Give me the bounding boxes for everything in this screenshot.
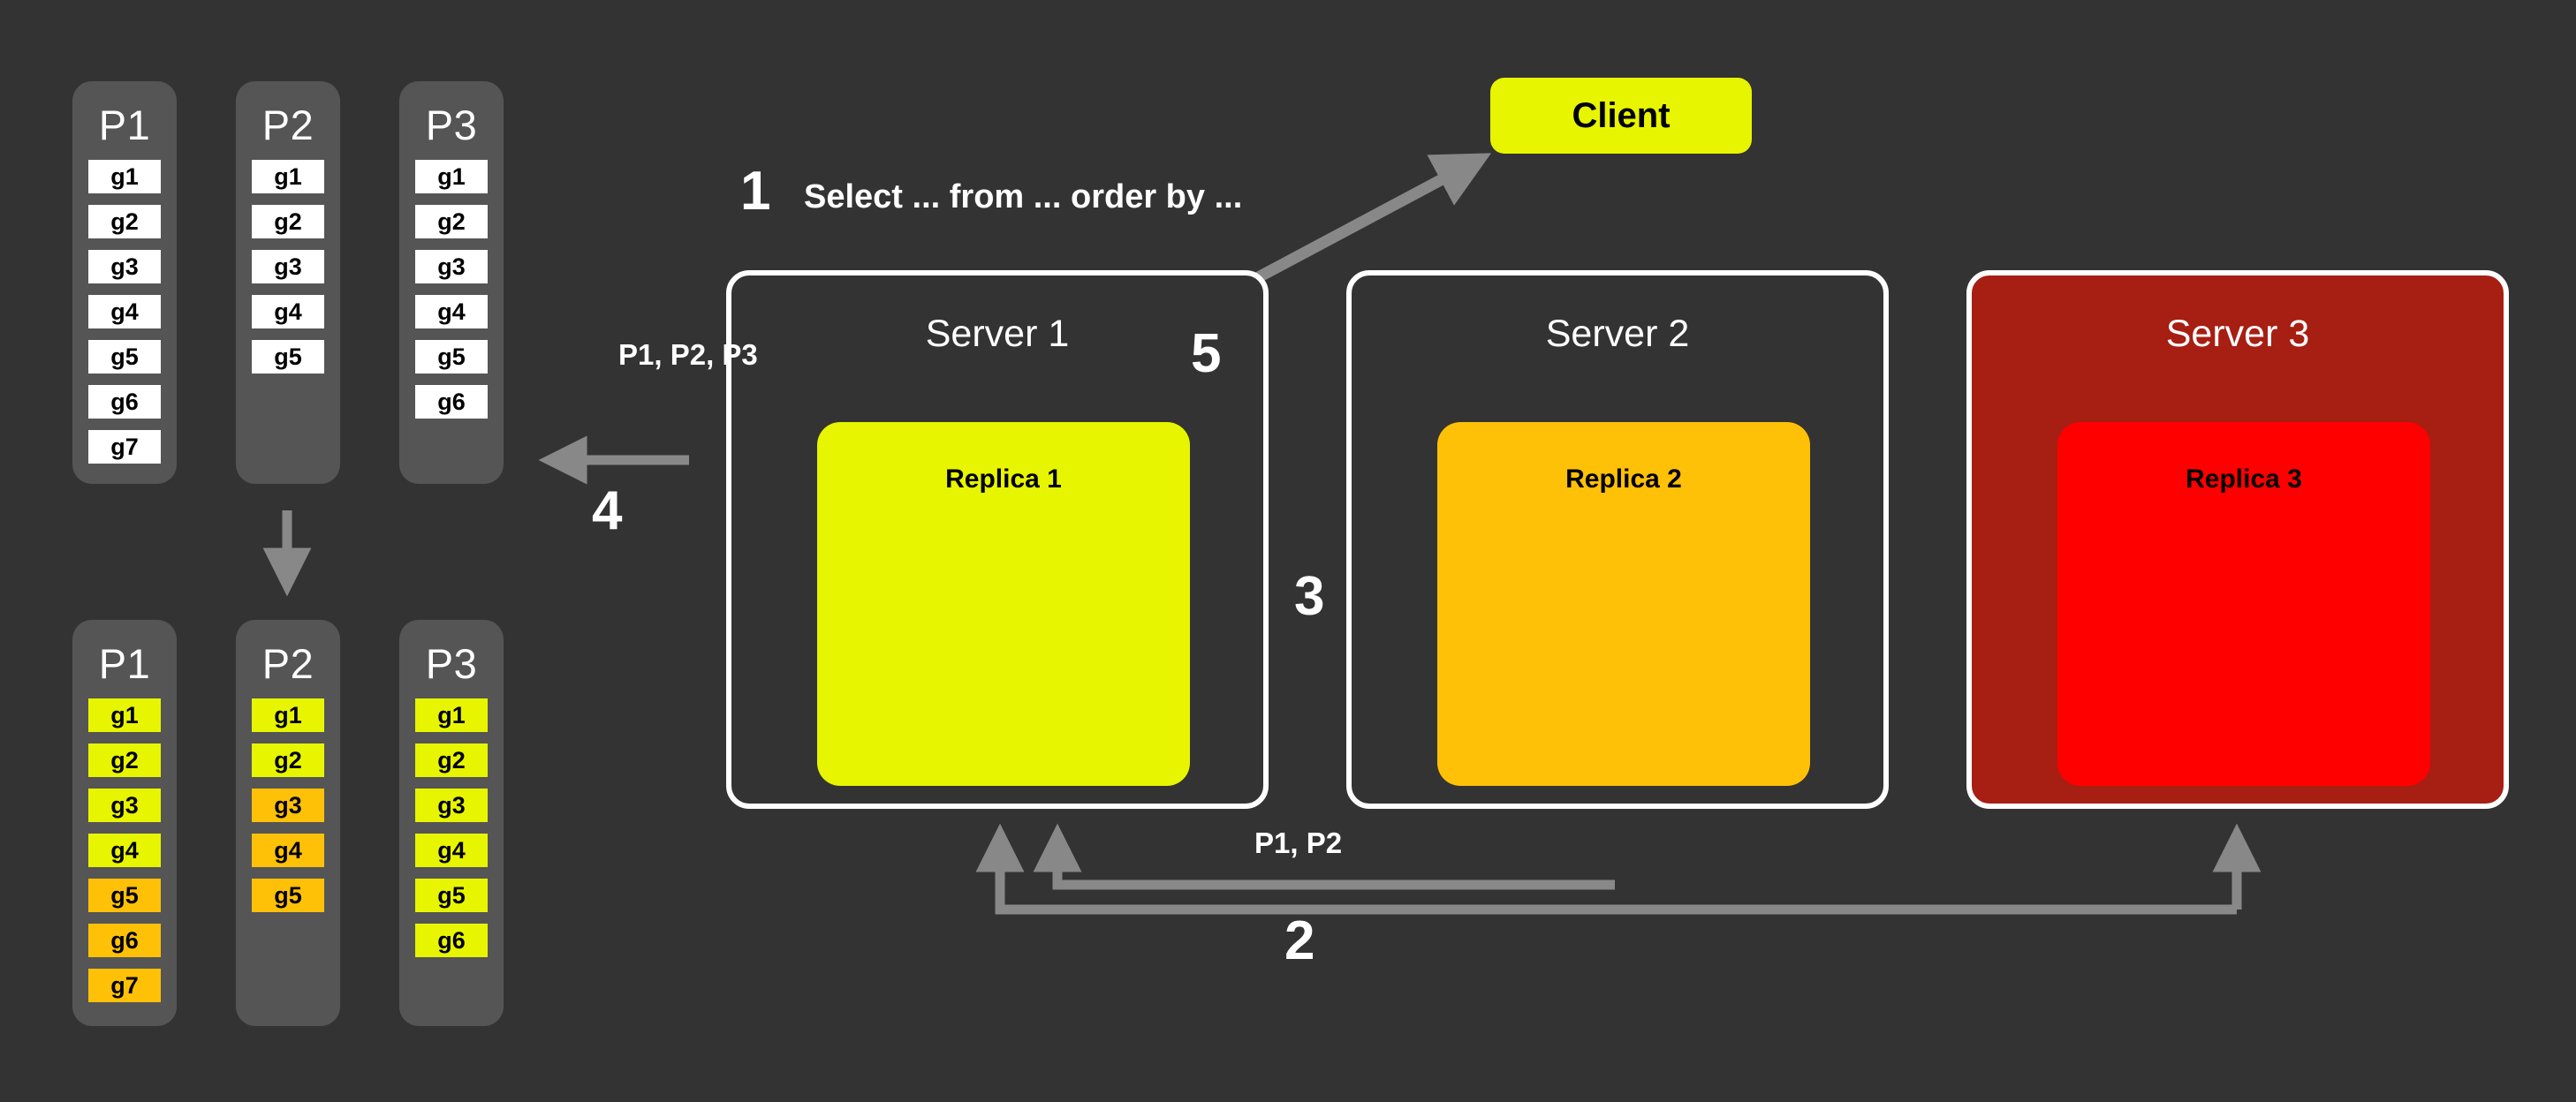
replica-1-box[interactable]: Replica 1 <box>817 422 1190 786</box>
step-number-3: 3 <box>1294 566 1325 627</box>
partition-column-p1-after: P1 g1 g2 g3 g4 g5 g6 g7 <box>72 620 177 1026</box>
label-partitions-all: P1, P2, P3 <box>618 338 758 371</box>
partition-cell: g5 <box>252 879 324 912</box>
partition-cell: g4 <box>252 834 324 867</box>
partition-cell: g4 <box>415 295 488 328</box>
partition-cell: g1 <box>252 698 324 732</box>
partition-cell: g5 <box>415 340 488 374</box>
partition-cell: g4 <box>88 295 161 328</box>
partition-cell: g6 <box>88 385 161 419</box>
client-node[interactable]: Client <box>1490 78 1752 154</box>
partition-cell: g1 <box>88 698 161 732</box>
arrow-step2-from-server3 <box>975 823 2237 915</box>
partition-cell: g1 <box>415 698 488 732</box>
partition-title: P1 <box>98 102 151 148</box>
partition-title: P3 <box>425 640 478 687</box>
partition-cell: g2 <box>252 743 324 777</box>
server-1-box[interactable]: Server 1 Replica 1 <box>726 270 1269 809</box>
partition-column-p2-before: P2 g1 g2 g3 g4 g5 <box>236 81 340 484</box>
partition-cell: g6 <box>415 924 488 957</box>
client-label: Client <box>1572 95 1671 135</box>
partition-cell: g7 <box>88 969 161 1002</box>
server-1-title: Server 1 <box>925 313 1070 355</box>
partition-items: g1 g2 g3 g4 g5 g6 <box>399 160 504 419</box>
partition-cell: g1 <box>252 160 324 193</box>
partition-cell: g5 <box>252 340 324 374</box>
server-3-box[interactable]: Server 3 Replica 3 <box>1966 270 2509 809</box>
partition-cell: g3 <box>252 789 324 822</box>
partition-cell: g2 <box>252 205 324 238</box>
partition-cell: g5 <box>88 879 161 912</box>
partition-cell: g1 <box>415 160 488 193</box>
partition-cell: g2 <box>415 205 488 238</box>
partition-cell: g4 <box>415 834 488 867</box>
partition-cell: g2 <box>88 205 161 238</box>
partition-column-p2-after: P2 g1 g2 g3 g4 g5 <box>236 620 340 1026</box>
partition-cell: g2 <box>88 743 161 777</box>
partition-cell: g3 <box>88 789 161 822</box>
partition-column-p3-after: P3 g1 g2 g3 g4 g5 g6 <box>399 620 504 1026</box>
step-number-2: 2 <box>1284 910 1315 971</box>
partition-items: g1 g2 g3 g4 g5 <box>236 698 340 912</box>
step-number-4: 4 <box>592 480 623 541</box>
partition-cell: g2 <box>415 743 488 777</box>
partition-cell: g3 <box>252 250 324 283</box>
partition-items: g1 g2 g3 g4 g5 g6 g7 <box>72 160 177 464</box>
partition-cell: g3 <box>415 250 488 283</box>
server-2-title: Server 2 <box>1545 313 1690 355</box>
replica-2-label: Replica 2 <box>1565 464 1682 494</box>
partition-cell: g7 <box>88 430 161 464</box>
partition-items: g1 g2 g3 g4 g5 <box>236 160 340 374</box>
partition-cell: g1 <box>88 160 161 193</box>
partition-column-p1-before: P1 g1 g2 g3 g4 g5 g6 g7 <box>72 81 177 484</box>
step-number-5: 5 <box>1191 323 1222 384</box>
partition-title: P1 <box>98 640 151 687</box>
step-number-1: 1 <box>740 161 771 222</box>
label-partitions-p1p2: P1, P2 <box>1254 826 1343 859</box>
partition-items: g1 g2 g3 g4 g5 g6 <box>399 698 504 957</box>
partition-title: P3 <box>425 102 478 148</box>
partition-cell: g6 <box>415 385 488 419</box>
partition-cell: g3 <box>88 250 161 283</box>
partition-items: g1 g2 g3 g4 g5 g6 g7 <box>72 698 177 1002</box>
server-3-title: Server 3 <box>2165 313 2310 355</box>
partition-cell: g4 <box>252 295 324 328</box>
replica-1-label: Replica 1 <box>945 464 1062 494</box>
server-2-box[interactable]: Server 2 Replica 2 <box>1346 270 1889 809</box>
replica-3-label: Replica 3 <box>2186 464 2302 494</box>
partition-cell: g5 <box>415 879 488 912</box>
replica-2-box[interactable]: Replica 2 <box>1437 422 1810 786</box>
partition-cell: g6 <box>88 924 161 957</box>
replica-3-box[interactable]: Replica 3 <box>2057 422 2430 786</box>
partition-column-p3-before: P3 g1 g2 g3 g4 g5 g6 <box>399 81 504 484</box>
partition-cell: g3 <box>415 789 488 822</box>
partition-cell: g4 <box>88 834 161 867</box>
partition-title: P2 <box>261 640 314 687</box>
partition-cell: g5 <box>88 340 161 374</box>
partition-title: P2 <box>261 102 314 148</box>
query-text: Select ... from ... order by ... <box>804 178 1243 215</box>
